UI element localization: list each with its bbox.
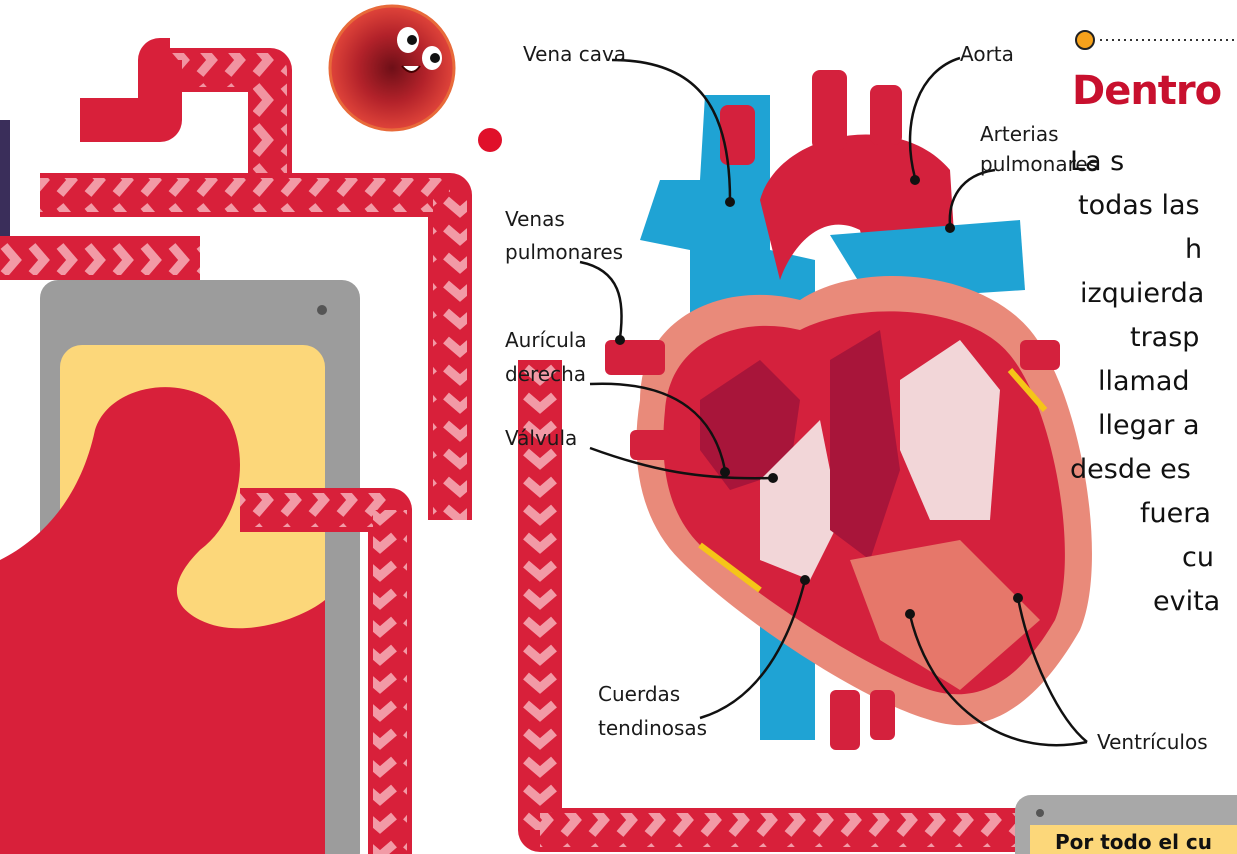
- para-line-6: llamad: [1098, 360, 1190, 404]
- blood-cell-character-icon: [330, 6, 502, 152]
- label-venas-line2: pulmonares: [505, 238, 623, 266]
- label-ventriculos: Ventrículos: [1097, 728, 1208, 756]
- para-line-10: cu: [1182, 536, 1214, 580]
- label-auricula-line2: derecha: [505, 360, 586, 388]
- para-line-2: todas las: [1078, 184, 1200, 228]
- label-aorta: Aorta: [960, 40, 1014, 68]
- label-cuerdas-line1: Cuerdas: [598, 680, 680, 708]
- footer-text: Por todo el cu: [1055, 830, 1212, 854]
- para-line-9: fuera: [1140, 492, 1211, 536]
- orange-dot-icon: [1076, 31, 1237, 49]
- organ-panel: [0, 280, 360, 854]
- label-valvula: Válvula: [505, 424, 577, 452]
- label-cuerdas-line2: tendinosas: [598, 714, 707, 742]
- para-line-3: h: [1185, 228, 1202, 272]
- label-arterias-line1: Arterias: [980, 120, 1059, 148]
- label-vena-cava: Vena cava: [523, 40, 626, 68]
- section-title: Dentro: [1072, 68, 1221, 114]
- para-line-5: trasp: [1130, 316, 1199, 360]
- para-line-11: evita: [1153, 580, 1220, 624]
- para-line-1: La s: [1070, 140, 1124, 184]
- label-auricula-line1: Aurícula: [505, 326, 587, 354]
- para-line-4: izquierda: [1080, 272, 1204, 316]
- label-venas-line1: Venas: [505, 205, 565, 233]
- para-line-8: desde es: [1070, 448, 1191, 492]
- para-line-7: llegar a: [1098, 404, 1200, 448]
